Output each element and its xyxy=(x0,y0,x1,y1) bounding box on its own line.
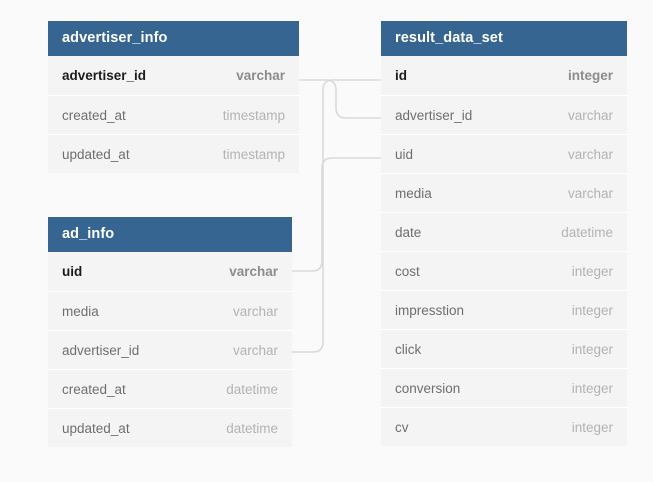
column-type: integer xyxy=(571,263,613,279)
column-type: integer xyxy=(571,419,613,435)
table-row[interactable]: uid varchar xyxy=(381,134,627,173)
table-row[interactable]: updated_at datetime xyxy=(48,408,292,447)
connector-ad-info-uid xyxy=(291,157,382,272)
table-footer-spacer xyxy=(381,446,627,456)
connector-advertiser-info-advertiser-id xyxy=(298,79,382,119)
column-name: advertiser_id xyxy=(395,107,473,123)
column-name: conversion xyxy=(395,380,461,396)
column-name: id xyxy=(395,68,407,83)
table-body-ad-info: uid varchar media varchar advertiser_id … xyxy=(48,252,292,447)
column-name: created_at xyxy=(62,107,126,123)
table-row[interactable]: impresstion integer xyxy=(381,290,627,329)
column-type: datetime xyxy=(561,224,613,240)
column-name: uid xyxy=(395,146,414,162)
table-result-data-set[interactable]: result_data_set id integer advertiser_id… xyxy=(381,21,627,456)
column-type: varchar xyxy=(232,303,278,319)
table-row[interactable]: updated_at timestamp xyxy=(48,134,299,173)
column-type: varchar xyxy=(232,342,278,358)
column-type: integer xyxy=(571,380,613,396)
column-name: cv xyxy=(395,419,409,435)
column-type: timestamp xyxy=(222,107,285,123)
column-type: varchar xyxy=(567,107,613,123)
column-type: integer xyxy=(571,302,613,318)
column-name: uid xyxy=(62,264,83,279)
table-row[interactable]: conversion integer xyxy=(381,368,627,407)
column-name: updated_at xyxy=(62,146,130,162)
column-type: datetime xyxy=(226,381,278,397)
table-row[interactable]: advertiser_id varchar xyxy=(381,95,627,134)
column-name: cost xyxy=(395,263,420,279)
table-row[interactable]: media varchar xyxy=(48,291,292,330)
column-type: varchar xyxy=(236,68,285,83)
table-body-advertiser-info: advertiser_id varchar created_at timesta… xyxy=(48,56,299,173)
column-type: integer xyxy=(571,341,613,357)
connector-ad-info-advertiser-id xyxy=(291,79,382,353)
column-name: date xyxy=(395,224,422,240)
column-name: click xyxy=(395,341,422,357)
table-body-result-data-set: id integer advertiser_id varchar uid var… xyxy=(381,56,627,446)
table-row[interactable]: id integer xyxy=(381,56,627,95)
table-row[interactable]: media varchar xyxy=(381,173,627,212)
table-advertiser-info[interactable]: advertiser_info advertiser_id varchar cr… xyxy=(48,21,299,183)
table-row[interactable]: advertiser_id varchar xyxy=(48,330,292,369)
column-type: varchar xyxy=(229,264,278,279)
column-type: timestamp xyxy=(222,146,285,162)
table-row[interactable]: cv integer xyxy=(381,407,627,446)
column-name: advertiser_id xyxy=(62,68,147,83)
table-footer-spacer xyxy=(48,447,292,457)
table-header-ad-info: ad_info xyxy=(48,217,292,252)
table-row[interactable]: click integer xyxy=(381,329,627,368)
column-name: updated_at xyxy=(62,420,130,436)
table-row[interactable]: created_at timestamp xyxy=(48,95,299,134)
column-type: varchar xyxy=(567,185,613,201)
table-row[interactable]: date datetime xyxy=(381,212,627,251)
column-name: impresstion xyxy=(395,302,465,318)
table-footer-spacer xyxy=(48,173,299,183)
column-type: varchar xyxy=(567,146,613,162)
column-name: media xyxy=(62,303,99,319)
column-type: datetime xyxy=(226,420,278,436)
column-type: integer xyxy=(567,68,613,83)
table-header-result-data-set: result_data_set xyxy=(381,21,627,56)
table-row[interactable]: uid varchar xyxy=(48,252,292,291)
table-header-advertiser-info: advertiser_info xyxy=(48,21,299,56)
column-name: created_at xyxy=(62,381,126,397)
table-ad-info[interactable]: ad_info uid varchar media varchar advert… xyxy=(48,217,292,457)
table-row[interactable]: cost integer xyxy=(381,251,627,290)
column-name: media xyxy=(395,185,432,201)
table-row[interactable]: created_at datetime xyxy=(48,369,292,408)
column-name: advertiser_id xyxy=(62,342,140,358)
table-row[interactable]: advertiser_id varchar xyxy=(48,56,299,95)
